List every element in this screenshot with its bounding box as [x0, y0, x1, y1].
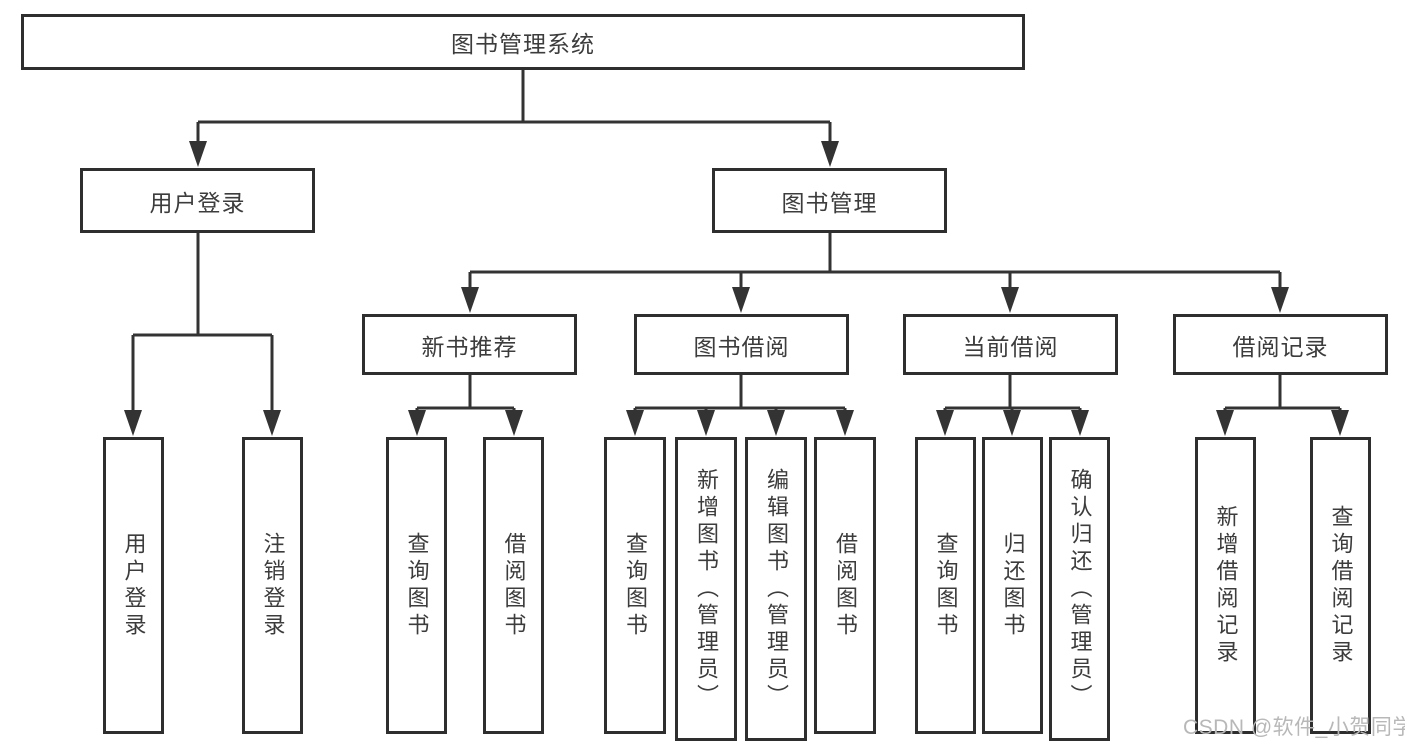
- node-borrow-records: 借阅记录: [1173, 314, 1388, 375]
- leaf-return-books: 归还图书: [982, 437, 1043, 734]
- edge-user-login-children: [124, 233, 281, 436]
- edge-borrow-records-children: [1216, 375, 1349, 436]
- leaf-add-borrow-record: 新增借阅记录: [1195, 437, 1256, 734]
- leaf-edit-books-admin: 编辑图书（管理员）: [745, 437, 807, 741]
- leaf-query-books-recommend: 查询图书: [386, 437, 447, 734]
- edge-book-borrow-children: [626, 375, 854, 436]
- edge-root-to-level2: [189, 70, 839, 167]
- node-book-borrow: 图书借阅: [634, 314, 849, 375]
- leaf-query-books-borrow: 查询图书: [604, 437, 666, 734]
- leaf-confirm-return-admin: 确认归还（管理员）: [1049, 437, 1110, 741]
- leaf-query-books-current: 查询图书: [915, 437, 976, 734]
- leaf-logout: 注销登录: [242, 437, 303, 734]
- edge-new-book-recommend-children: [408, 375, 523, 436]
- node-new-book-recommend: 新书推荐: [362, 314, 577, 375]
- leaf-user-login: 用户登录: [103, 437, 164, 734]
- leaf-borrow-books-recommend: 借阅图书: [483, 437, 544, 734]
- node-current-borrow: 当前借阅: [903, 314, 1118, 375]
- leaf-add-books-admin: 新增图书（管理员）: [675, 437, 737, 741]
- edge-book-management-children: [461, 233, 1289, 313]
- node-user-login: 用户登录: [80, 168, 315, 233]
- node-book-management: 图书管理: [712, 168, 947, 233]
- leaf-borrow-books: 借阅图书: [814, 437, 876, 734]
- node-library-management-system: 图书管理系统: [21, 14, 1025, 70]
- edge-current-borrow-children: [936, 375, 1089, 436]
- leaf-query-borrow-record: 查询借阅记录: [1310, 437, 1371, 734]
- csdn-watermark: CSDN @软件_小贺同学: [1183, 716, 1405, 739]
